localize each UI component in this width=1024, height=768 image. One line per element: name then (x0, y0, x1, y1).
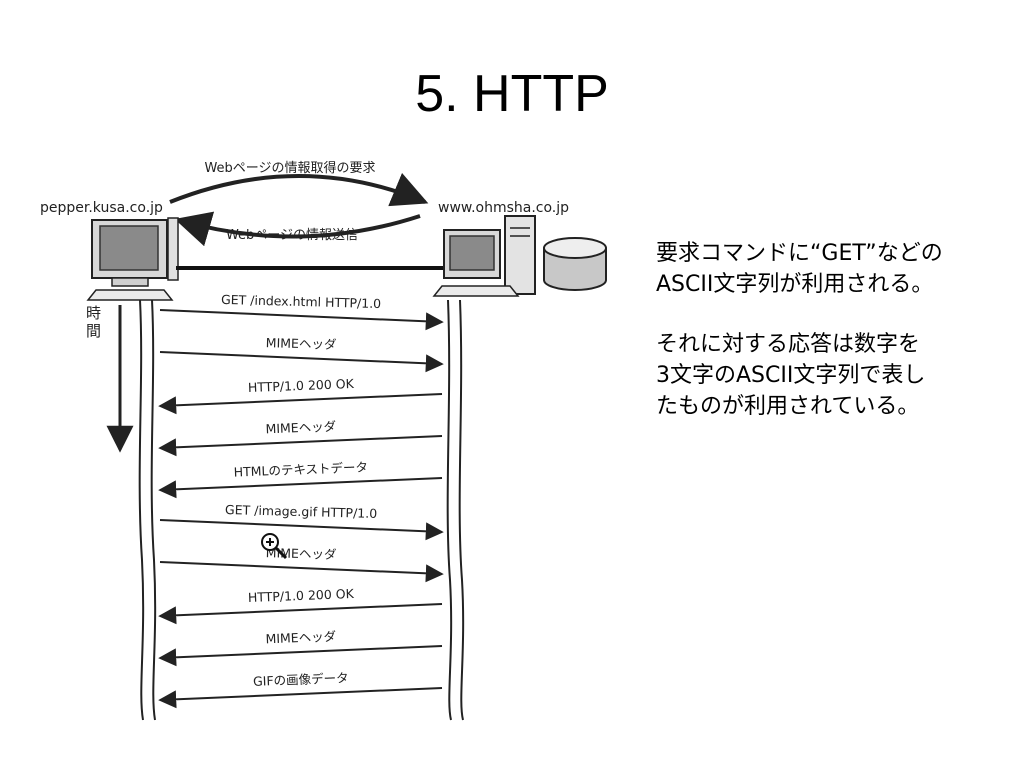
client-computer-icon (86, 217, 179, 301)
slide-title: 5. HTTP (415, 65, 609, 123)
message-arrow (158, 603, 443, 625)
zoom-icon[interactable] (261, 533, 288, 560)
message-arrow (158, 645, 443, 667)
server-lifeline (446, 299, 453, 721)
message-label: MIMEヘッダ (266, 545, 337, 562)
request-arc-arrow (169, 172, 429, 207)
message-label: HTMLのテキストデータ (233, 459, 368, 479)
time-axis-label-2: 間 (86, 322, 101, 340)
message-arrow (159, 519, 444, 541)
message-arrow (158, 435, 443, 457)
message-arrow (159, 309, 444, 331)
explanation-text: 要求コマンドに“GET”などの ASCII文字列が利用される。 それに対する応答… (656, 238, 1006, 451)
client-lifeline (138, 299, 145, 721)
time-axis-label: 時 (86, 304, 101, 322)
server-hostname: www.ohmsha.co.jp (438, 200, 569, 216)
http-sequence-diagram: Webページの情報取得の要求 Webページの情報送信 pepper.kusa.c… (40, 160, 607, 721)
message-label: HTTP/1.0 200 OK (248, 376, 355, 395)
server-lifeline-inner (458, 299, 465, 721)
message-label: HTTP/1.0 200 OK (248, 586, 355, 605)
message-arrow (159, 351, 444, 373)
message-arrow (158, 477, 443, 499)
message-arrow (159, 561, 444, 583)
message-label: MIMEヘッダ (265, 629, 336, 647)
message-label: GIFの画像データ (253, 670, 349, 689)
client-lifeline-inner (150, 299, 157, 721)
response-arc-arrow (174, 211, 421, 247)
response-arc-label: Webページの情報送信 (226, 228, 358, 243)
note-request: 要求コマンドに“GET”などの ASCII文字列が利用される。 (656, 241, 943, 297)
message-label: GET /image.gif HTTP/1.0 (225, 502, 378, 521)
message-label: GET /index.html HTTP/1.0 (221, 292, 381, 311)
message-arrow (158, 393, 443, 415)
request-arc-label: Webページの情報取得の要求 (204, 160, 375, 176)
message-arrow (158, 687, 443, 709)
server-computer-icon (432, 215, 536, 297)
database-icon (543, 237, 607, 291)
client-hostname: pepper.kusa.co.jp (40, 200, 163, 216)
message-label: MIMEヘッダ (266, 335, 337, 352)
message-label: MIMEヘッダ (265, 419, 336, 437)
note-response: それに対する応答は数字を 3文字のASCII文字列で表し たものが利用されている… (656, 332, 926, 419)
